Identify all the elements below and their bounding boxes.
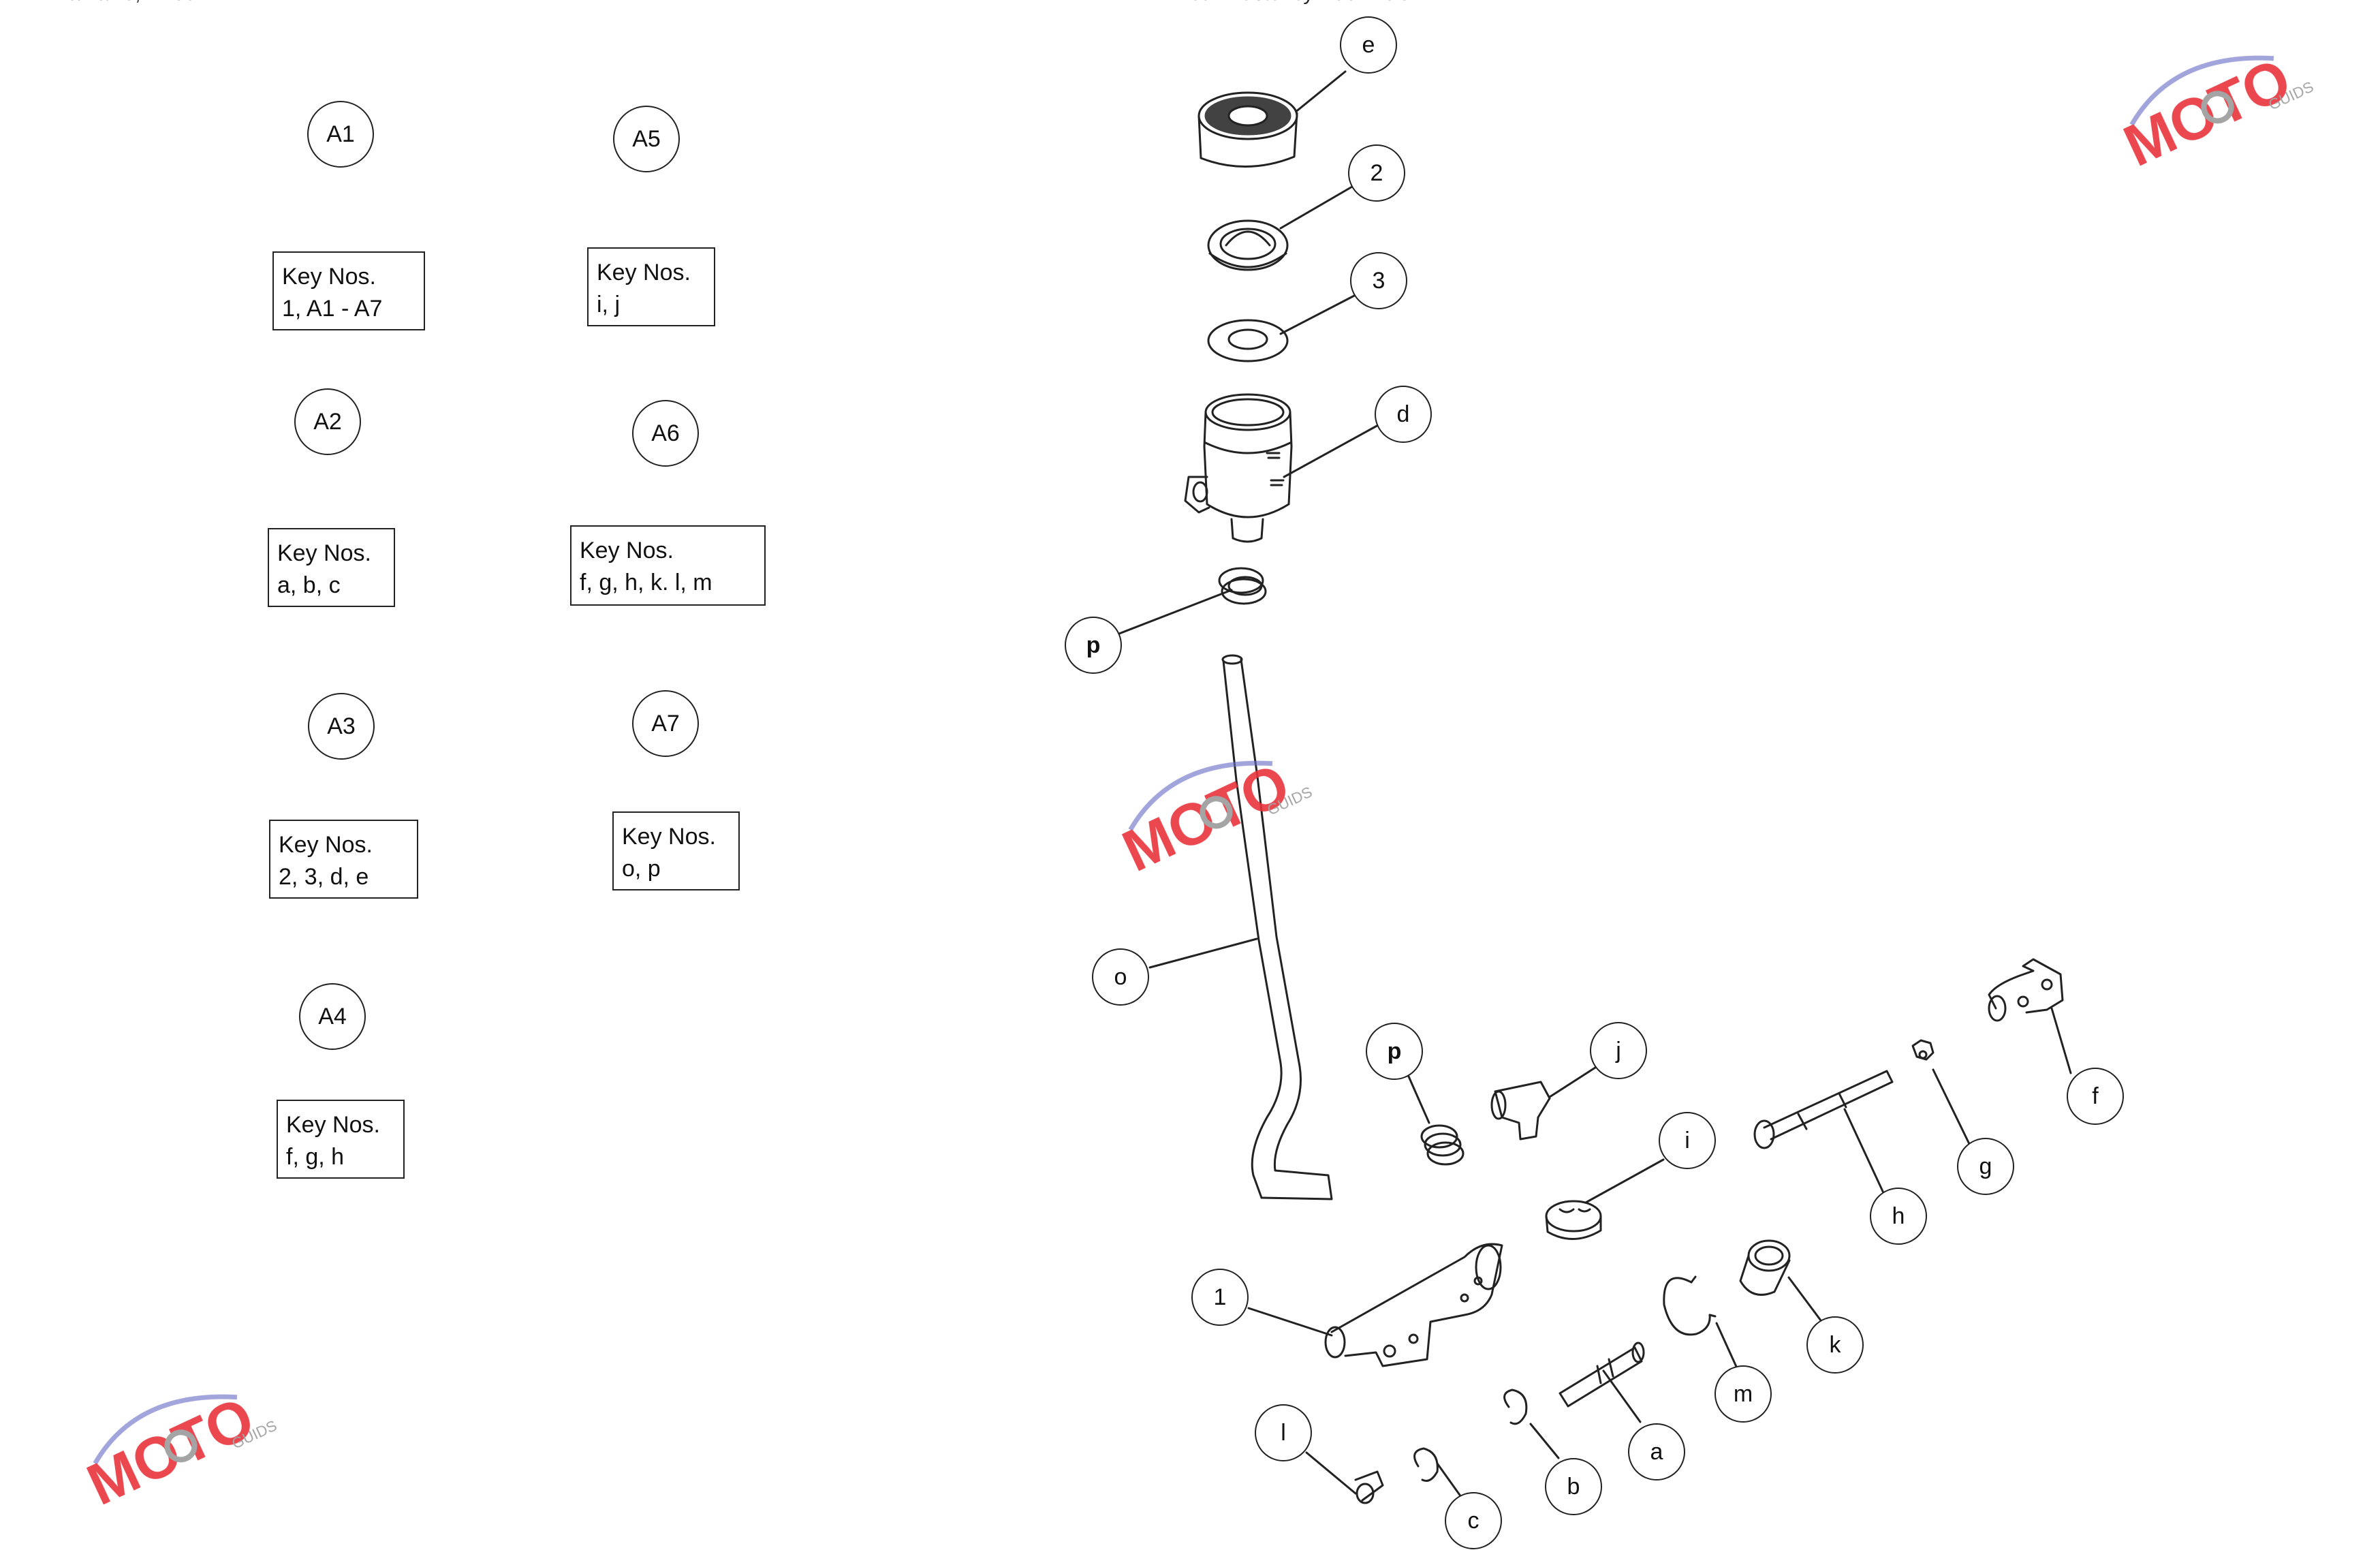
key-box-title: Key Nos. (286, 1112, 380, 1138)
key-box-items: f, g, h, k. l, m (580, 570, 713, 595)
part-bubble-m: m (1714, 1365, 1772, 1423)
leader-lines (1118, 70, 2072, 1498)
part-1-master-cylinder (1324, 1243, 1503, 1367)
part-bubble-k: k (1806, 1316, 1864, 1374)
part-bubble-h: h (1870, 1188, 1927, 1245)
part-m-circlip (1663, 1275, 1717, 1336)
part-b-seal (1503, 1389, 1528, 1425)
part-bubble-a: a (1628, 1423, 1685, 1481)
part-a-piston (1559, 1342, 1645, 1408)
key-box-items: f, g, h (286, 1144, 345, 1170)
key-box-a5: Key Nos. i, j (587, 247, 715, 326)
part-k-bush (1739, 1239, 1791, 1296)
part-e-reservoir-cap (1197, 91, 1298, 168)
part-bubble-e: e (1340, 16, 1397, 74)
assembly-callout-a5: A5 (613, 106, 680, 172)
part-bubble-g: g (1957, 1138, 2014, 1195)
part-bubble-i: i (1659, 1112, 1716, 1169)
key-box-a3: Key Nos. 2, 3, d, e (269, 820, 418, 899)
part-bubble-1: 1 (1191, 1269, 1249, 1326)
part-bubble-2: 2 (1348, 144, 1405, 202)
key-box-title: Key Nos. (277, 540, 371, 566)
key-box-items: i, j (597, 292, 620, 317)
part-l-cap (1354, 1470, 1384, 1504)
part-bubble-3: 3 (1350, 252, 1407, 309)
part-c-seal (1413, 1447, 1439, 1482)
key-box-a6: Key Nos. f, g, h, k. l, m (570, 525, 766, 606)
key-box-title: Key Nos. (279, 832, 373, 858)
part-f-clevis (1988, 958, 2064, 1022)
part-bubble-j: j (1590, 1022, 1647, 1079)
key-box-a4: Key Nos. f, g, h (277, 1100, 405, 1179)
assembly-callout-a4: A4 (299, 983, 366, 1050)
part-o-hose (1221, 654, 1333, 1200)
key-box-items: 2, 3, d, e (279, 864, 369, 890)
part-bubble-o: o (1092, 948, 1149, 1006)
assembly-callout-a2: A2 (294, 388, 361, 455)
part-bubble-l: l (1255, 1404, 1312, 1461)
part-bubble-b: b (1545, 1458, 1602, 1515)
key-box-title: Key Nos. (622, 824, 716, 850)
key-box-a2: Key Nos. a, b, c (268, 528, 395, 607)
part-g-nut (1911, 1039, 1935, 1061)
key-box-items: o, p (622, 856, 661, 882)
part-2-diaphragm (1207, 219, 1289, 271)
part-bubble-c: c (1445, 1492, 1502, 1549)
key-box-a7: Key Nos. o, p (612, 811, 740, 890)
page-header-date: 5/26/25, 11:00 AM (67, 0, 231, 5)
part-p-hose-clip-lower (1420, 1124, 1465, 1166)
part-p-hose-clip-upper (1218, 567, 1267, 605)
assembly-callout-a6: A6 (632, 400, 699, 467)
assembly-callout-a1: A1 (307, 101, 374, 168)
part-i-plug (1545, 1200, 1602, 1240)
page-header-title: Rear master cylinder - CORR (1175, 0, 1442, 5)
key-box-items: a, b, c (277, 572, 341, 598)
part-d-reservoir (1184, 393, 1293, 543)
key-box-title: Key Nos. (597, 260, 691, 285)
part-bubble-p-lower: p (1366, 1023, 1423, 1080)
key-box-title: Key Nos. (282, 264, 376, 290)
part-bubble-f: f (2067, 1068, 2124, 1125)
part-j-elbow (1490, 1081, 1551, 1141)
key-box-a1: Key Nos. 1, A1 - A7 (272, 251, 425, 330)
assembly-callout-a3: A3 (308, 693, 375, 760)
key-box-title: Key Nos. (580, 538, 674, 563)
part-3-seal (1207, 319, 1289, 362)
assembly-callout-a7: A7 (632, 690, 699, 757)
part-bubble-d: d (1375, 386, 1432, 443)
key-box-items: 1, A1 - A7 (282, 296, 383, 322)
part-bubble-p-upper: p (1065, 617, 1122, 674)
part-h-push-rod (1753, 1070, 1894, 1149)
